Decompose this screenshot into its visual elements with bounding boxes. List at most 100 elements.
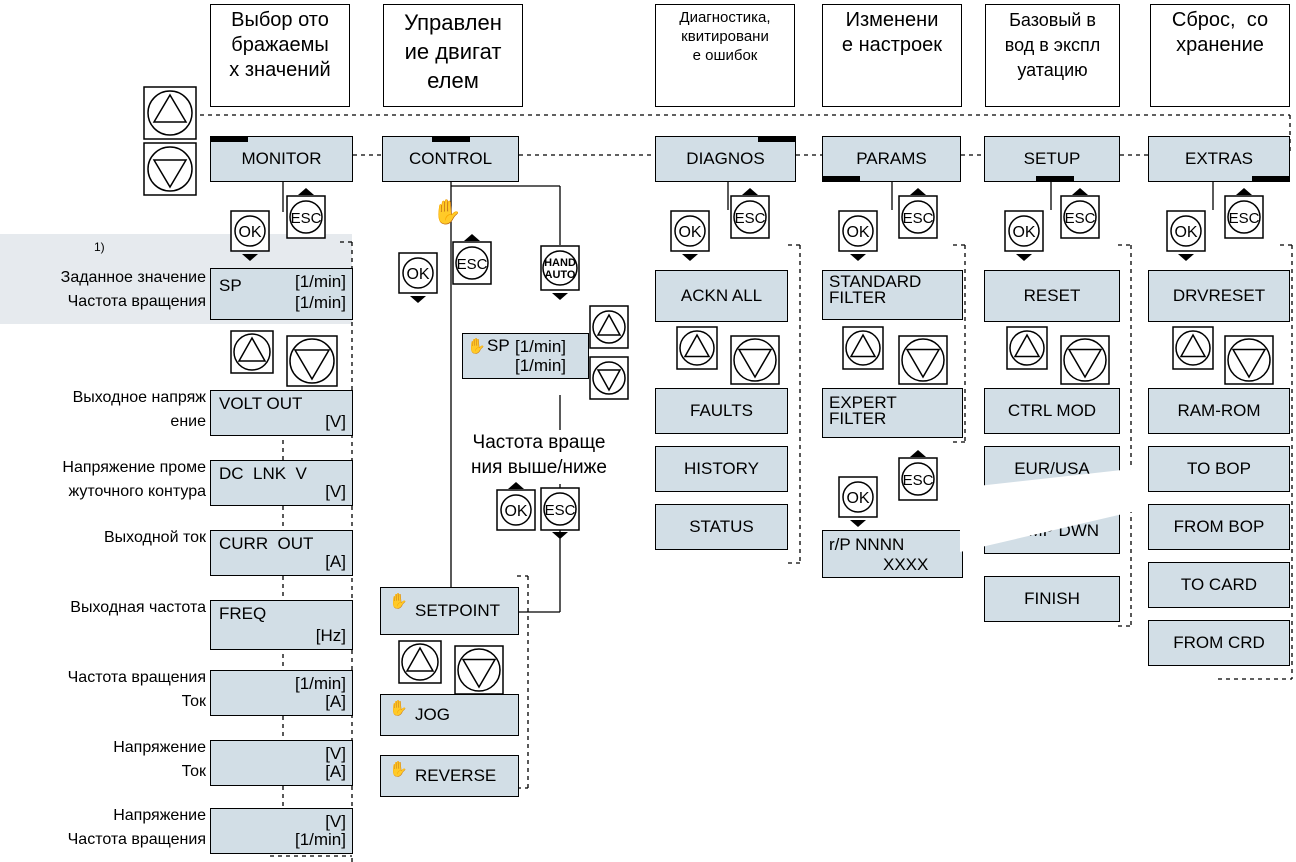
monitor-row-label: Напряжение bbox=[113, 807, 206, 824]
svg-text:OK: OK bbox=[238, 224, 261, 241]
esc-button[interactable]: ESC bbox=[898, 448, 938, 506]
esc-button[interactable]: ESC bbox=[540, 484, 580, 542]
menu-diagnos[interactable]: DIAGNOS bbox=[655, 136, 796, 182]
monitor-value-unit: [V] bbox=[325, 482, 346, 501]
setup-item-label: FINISH bbox=[1024, 589, 1080, 608]
ok-button[interactable]: OK bbox=[230, 210, 270, 266]
arrow-down-button[interactable] bbox=[730, 335, 780, 385]
nav-down-button[interactable] bbox=[143, 142, 197, 196]
header-monitor: Выбор ото бражаемы х значений bbox=[210, 4, 350, 107]
monitor-row-label: жуточного контура bbox=[68, 483, 206, 500]
diagnos-item-1[interactable]: FAULTS bbox=[655, 388, 788, 434]
extras-item-0[interactable]: DRVRESET bbox=[1148, 270, 1290, 322]
monitor-value-box[interactable]: FREQ[Hz] bbox=[210, 600, 353, 650]
ok-button[interactable]: OK bbox=[398, 252, 438, 308]
params-expert-filter[interactable]: EXPERT FILTER bbox=[822, 388, 963, 438]
arrow-up-button[interactable] bbox=[1172, 326, 1214, 370]
ok-button[interactable]: OK bbox=[1166, 210, 1206, 266]
ok-button[interactable]: OK bbox=[1004, 210, 1044, 266]
setup-overlay-shape bbox=[960, 468, 1140, 552]
params-expert-label: EXPERT FILTER bbox=[829, 393, 897, 428]
arrow-down-button[interactable] bbox=[589, 356, 629, 400]
setup-item-4[interactable]: FINISH bbox=[984, 576, 1120, 622]
monitor-row-label: Ток bbox=[181, 763, 206, 780]
menu-control[interactable]: CONTROL bbox=[382, 136, 519, 182]
extras-item-2[interactable]: TO BOP bbox=[1148, 446, 1290, 492]
header-extras: Сброс, со хранение bbox=[1150, 4, 1290, 107]
extras-item-1[interactable]: RAM-ROM bbox=[1148, 388, 1290, 434]
control-sp-box[interactable]: SP ✋ [1/min] [1/min] bbox=[462, 333, 589, 379]
menu-setup[interactable]: SETUP bbox=[984, 136, 1120, 182]
ok-button[interactable]: OK bbox=[670, 210, 710, 266]
params-rp-box[interactable]: r/P NNNN XXXX bbox=[822, 530, 963, 578]
params-standard-filter[interactable]: STANDARD FILTER bbox=[822, 270, 963, 320]
esc-button[interactable]: ESC bbox=[730, 186, 770, 244]
header-control: Управлен ие двигат елем bbox=[383, 4, 523, 107]
monitor-value-unit: [A] bbox=[325, 762, 346, 781]
esc-button[interactable]: ESC bbox=[898, 186, 938, 244]
arrow-down-button[interactable] bbox=[1060, 335, 1110, 385]
monitor-value-box[interactable]: [V][A] bbox=[210, 740, 353, 786]
arrow-up-button[interactable] bbox=[1006, 326, 1048, 370]
svg-text:ESC: ESC bbox=[457, 256, 488, 273]
esc-button[interactable]: ESC bbox=[1060, 186, 1100, 244]
arrow-down-button[interactable] bbox=[286, 335, 338, 387]
menu-extras[interactable]: EXTRAS bbox=[1148, 136, 1290, 182]
monitor-sp-box[interactable]: SP [1/min] [1/min] bbox=[210, 268, 353, 320]
esc-button[interactable]: ESC bbox=[452, 232, 492, 290]
monitor-value-box[interactable]: VOLT OUT[V] bbox=[210, 390, 353, 436]
extras-item-3[interactable]: FROM BOP bbox=[1148, 504, 1290, 550]
arrow-down-button[interactable] bbox=[898, 335, 948, 385]
monitor-row-label: Выходное напряж bbox=[72, 389, 206, 406]
arrow-up-button[interactable] bbox=[842, 326, 884, 370]
menu-monitor-marker bbox=[210, 136, 248, 142]
nav-up-button[interactable] bbox=[143, 86, 197, 140]
svg-text:ESC: ESC bbox=[735, 210, 766, 227]
arrow-up-button[interactable] bbox=[676, 326, 718, 370]
control-item-label: JOG bbox=[415, 705, 450, 724]
menu-params[interactable]: PARAMS bbox=[822, 136, 961, 182]
footnote-mark: 1) bbox=[94, 240, 105, 254]
diagnos-item-2[interactable]: HISTORY bbox=[655, 446, 788, 492]
control-item-2[interactable]: ✋REVERSE bbox=[380, 755, 519, 797]
extras-item-5[interactable]: FROM CRD bbox=[1148, 620, 1290, 666]
svg-text:ESC: ESC bbox=[291, 210, 322, 227]
monitor-value-box[interactable]: DC LNK V[V] bbox=[210, 460, 353, 506]
svg-text:ESC: ESC bbox=[1229, 210, 1260, 227]
arrow-up-button[interactable] bbox=[230, 330, 274, 374]
extras-item-4[interactable]: TO CARD bbox=[1148, 562, 1290, 608]
control-item-label: REVERSE bbox=[415, 766, 497, 785]
diagnos-item-label: FAULTS bbox=[690, 401, 753, 420]
hand-icon: ✋ bbox=[389, 593, 408, 610]
diagnos-item-3[interactable]: STATUS bbox=[655, 504, 788, 550]
svg-text:AUTO: AUTO bbox=[545, 269, 576, 281]
monitor-value-box[interactable]: [1/min][A] bbox=[210, 670, 353, 716]
diagnos-item-0[interactable]: ACKN ALL bbox=[655, 270, 788, 322]
svg-text:OK: OK bbox=[846, 224, 869, 241]
monitor-value-box[interactable]: [V][1/min] bbox=[210, 808, 353, 854]
monitor-sp-name: SP bbox=[219, 276, 242, 295]
monitor-value-name: FREQ bbox=[219, 604, 267, 623]
setup-item-label: EUR/USA bbox=[1014, 459, 1090, 478]
menu-monitor[interactable]: MONITOR bbox=[210, 136, 353, 182]
arrow-down-button[interactable] bbox=[1224, 335, 1274, 385]
arrow-up-button[interactable] bbox=[398, 640, 442, 684]
menu-control-marker bbox=[432, 136, 470, 142]
menu-diagnos-marker bbox=[758, 136, 796, 142]
esc-button[interactable]: ESC bbox=[1224, 186, 1264, 244]
setup-item-0[interactable]: RESET bbox=[984, 270, 1120, 322]
arrow-down-button[interactable] bbox=[454, 645, 504, 695]
esc-button[interactable]: ESC bbox=[286, 186, 326, 244]
ok-button[interactable]: OK bbox=[838, 476, 878, 532]
monitor-row-label: Ток bbox=[181, 693, 206, 710]
control-item-1[interactable]: ✋JOG bbox=[380, 694, 519, 736]
arrow-up-button[interactable] bbox=[589, 305, 629, 349]
setup-item-1[interactable]: CTRL MOD bbox=[984, 388, 1120, 434]
extras-item-label: TO CARD bbox=[1180, 575, 1258, 594]
control-item-0[interactable]: ✋SETPOINT bbox=[380, 587, 519, 635]
ok-button[interactable]: OK bbox=[838, 210, 878, 266]
hand-auto-button[interactable]: HAND AUTO bbox=[540, 245, 580, 303]
ok-button[interactable]: OK bbox=[496, 482, 536, 538]
monitor-value-box[interactable]: CURR OUT[A] bbox=[210, 530, 353, 576]
